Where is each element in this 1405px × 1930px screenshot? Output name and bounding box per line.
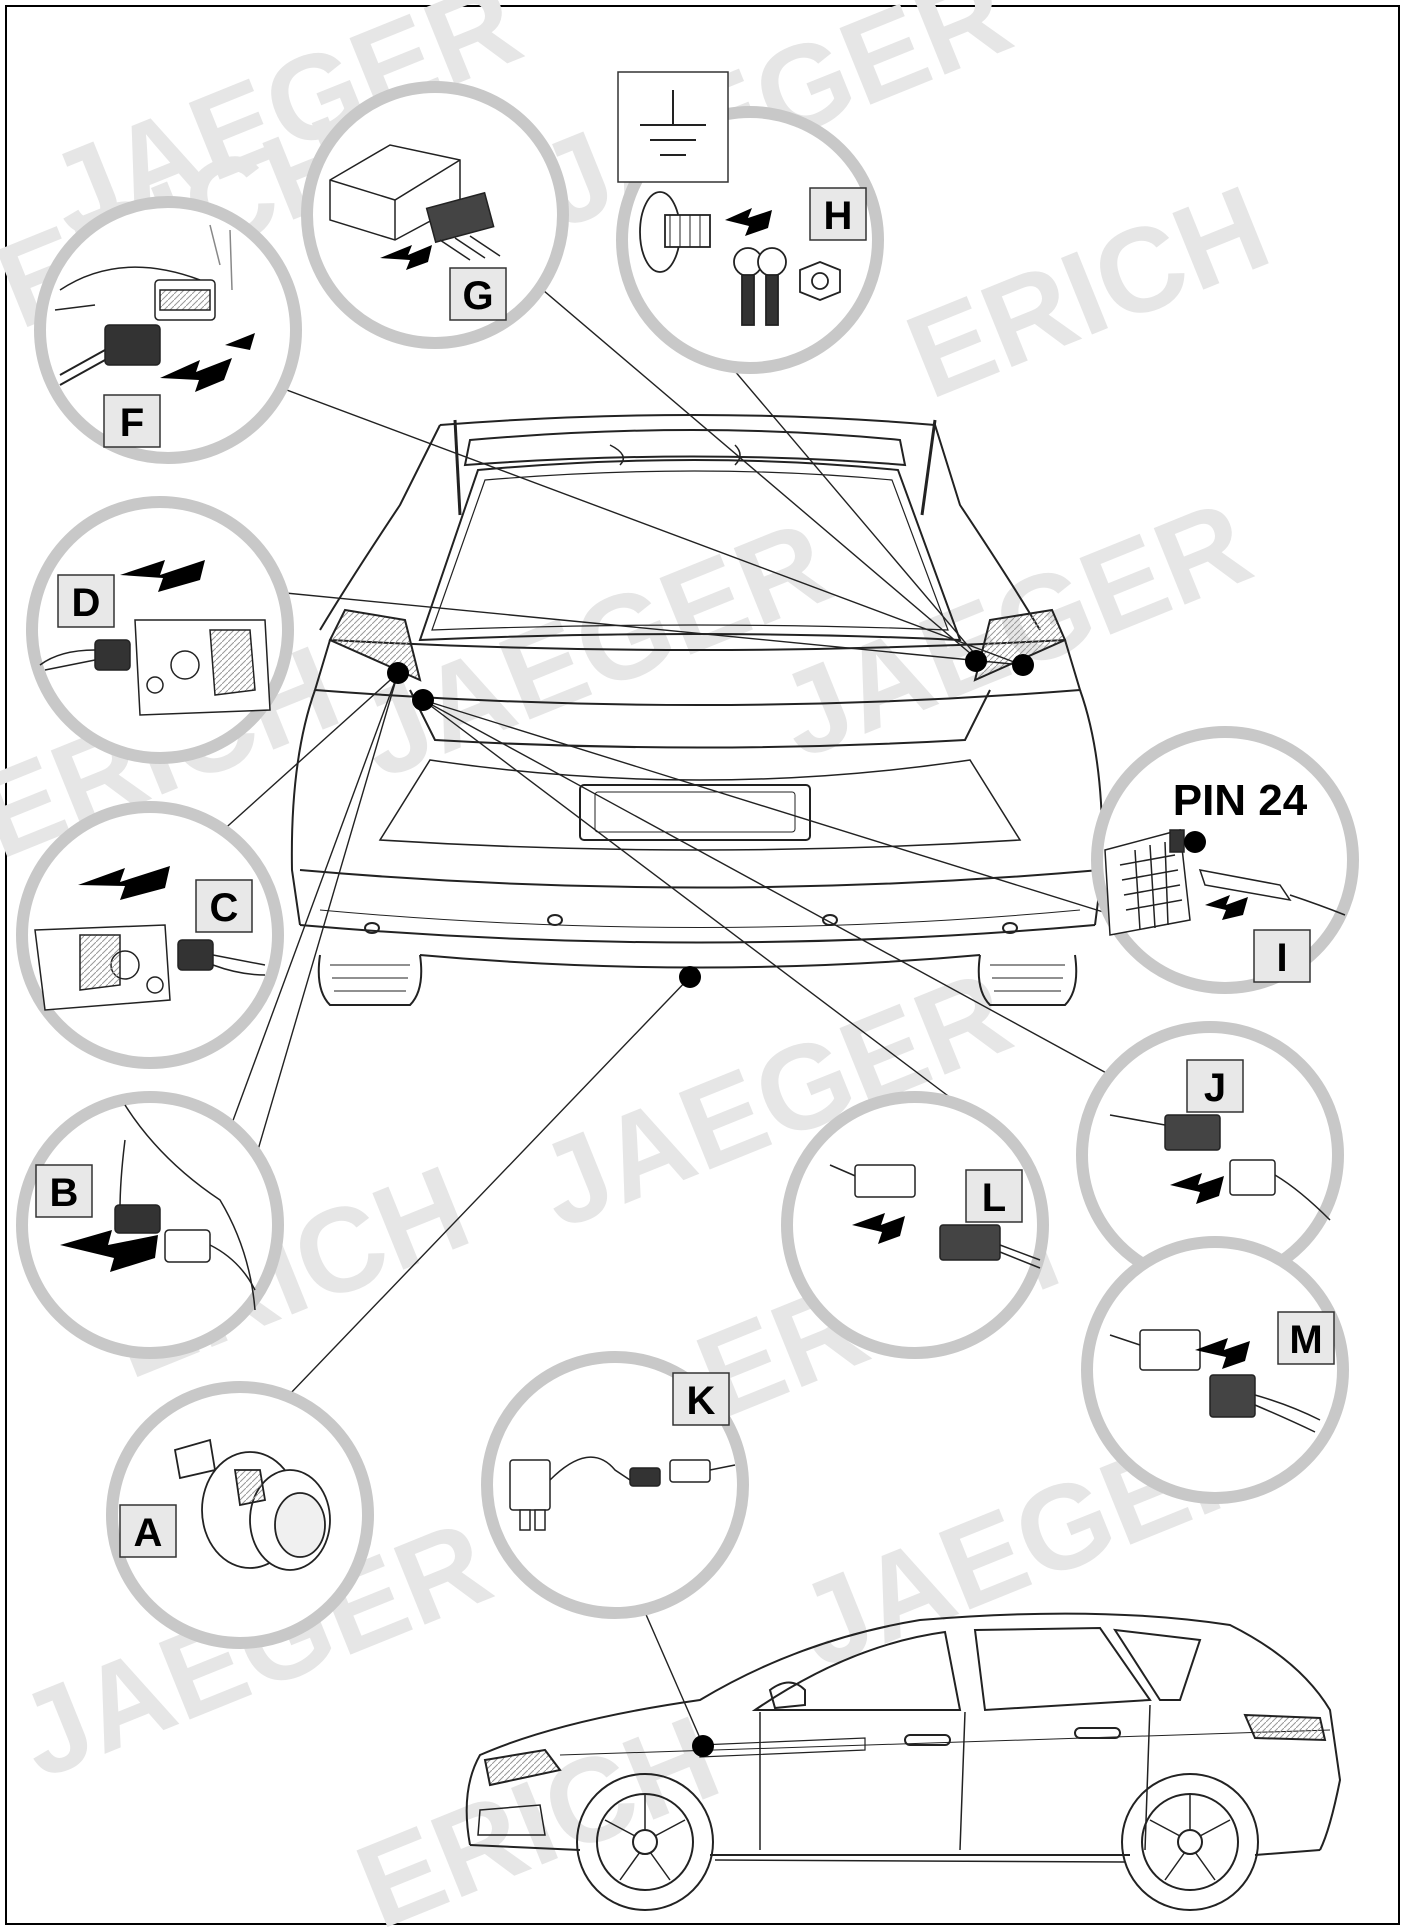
ground-icon	[640, 90, 706, 156]
detail-circle-f: F	[34, 196, 302, 464]
connection-dots	[387, 650, 1034, 1757]
detail-circle-l: L	[781, 1091, 1049, 1359]
tow-socket-icon	[173, 1438, 331, 1571]
dot-left-lower	[412, 689, 434, 711]
callout-label-a: A	[134, 1511, 163, 1555]
pin-24-label: PIN 24	[1173, 776, 1308, 825]
dot-tow-socket	[679, 966, 701, 988]
leader-lines	[189, 244, 1166, 1746]
detail-circle-d: D	[26, 496, 294, 764]
callout-label-l: L	[982, 1176, 1006, 1220]
detail-circle-h: H	[616, 71, 884, 374]
callout-label-c: C	[210, 886, 239, 930]
car-side-view	[465, 1612, 1342, 1911]
callout-label-b: B	[50, 1171, 79, 1215]
callout-label-g: G	[462, 274, 493, 318]
detail-circle-b: B	[16, 1091, 284, 1359]
detail-circle-a: A	[106, 1381, 374, 1649]
dot-right-tail-inner	[965, 650, 987, 672]
detail-circle-i: PIN 24 I	[1091, 726, 1359, 994]
dot-fuse-box	[692, 1735, 714, 1757]
detail-circle-k: K	[481, 1351, 749, 1619]
dot-right-tail	[1012, 654, 1034, 676]
callout-label-d: D	[72, 581, 101, 625]
detail-circle-g: G	[301, 81, 569, 349]
callout-label-f: F	[120, 401, 144, 445]
ground-symbol-box	[617, 71, 729, 183]
callout-label-h: H	[824, 194, 853, 238]
callout-label-i: I	[1276, 936, 1287, 980]
callout-label-m: M	[1289, 1318, 1322, 1362]
detail-circle-m: M	[1081, 1236, 1349, 1504]
dot-left-tail	[387, 662, 409, 684]
callout-label-k: K	[687, 1379, 716, 1423]
callout-label-j: J	[1204, 1066, 1226, 1110]
detail-circle-c: C	[16, 801, 284, 1069]
